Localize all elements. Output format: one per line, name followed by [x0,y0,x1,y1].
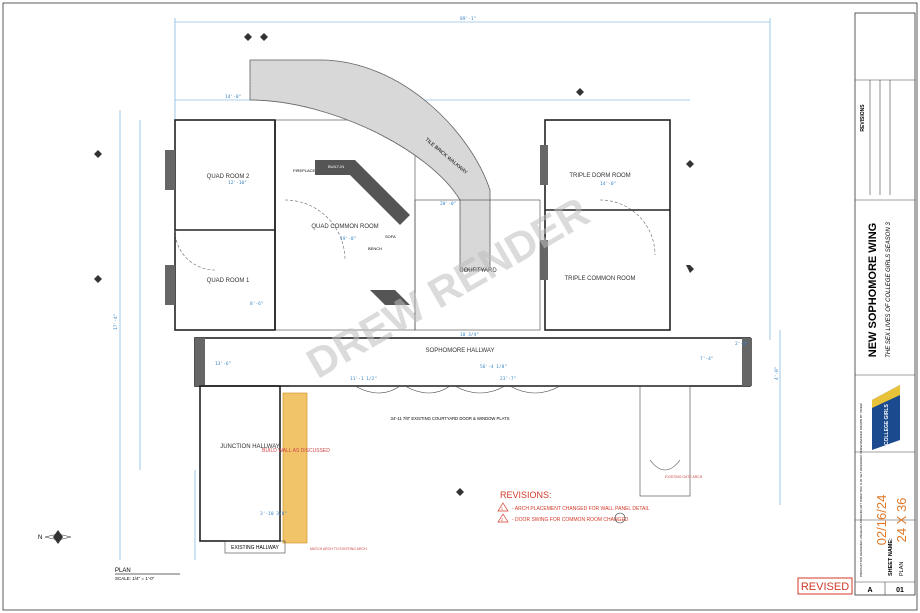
set-letter: A [867,587,872,594]
show-logo: COLLEGE GIRLS [872,385,900,450]
note-match-arch: MATCH ARCH TO EXISTING ARCH [310,547,367,551]
revisions-notes: REVISIONS: 1 - ARCH PLACEMENT CHANGED FO… [497,490,650,524]
label-bench: BENCH [368,246,382,251]
label-triple-common: TRIPLE COMMON ROOM [564,276,635,282]
revisions-table-header: REVISIONS [860,104,866,132]
plan-title: PLAN [115,568,131,574]
svg-text:10 3/4": 10 3/4" [460,332,479,338]
label-quad-room-1: QUAD ROOM 1 [207,278,250,284]
label-existing-hallway: EXISTING HALLWAY [231,545,279,551]
svg-text:REVISED: REVISED [801,581,849,593]
svg-text:COLLEGE GIRLS: COLLEGE GIRLS [884,404,890,446]
dim-overall: 89'-1" [460,16,476,22]
revised-stamp: REVISED [797,577,853,595]
note-gate-arch: EXISTING GATE ARCH [665,475,703,479]
svg-text:3'-10 3/8": 3'-10 3/8" [260,511,287,517]
plan-scale: SCALE: 1/4" = 1'-0" [115,576,155,581]
svg-text:20'-0": 20'-0" [440,201,456,207]
svg-text:56'-4 1/8": 56'-4 1/8" [480,364,507,370]
notes: BUILD WALL AS DISCUSSED 34'-11 7/8" EXIS… [262,416,703,551]
svg-text:13'-6": 13'-6" [215,361,231,367]
sheet-number: 01 [896,587,904,594]
north-arrow-icon: N [38,530,72,544]
watermark: DREW RENDER [299,188,597,387]
note-build-wall: BUILD WALL AS DISCUSSED [262,448,330,454]
label-fireplace: FIREPLACE [293,168,316,173]
dimension-labels: 12'-10" 19'-8" 14'-0" 20'-0" 8'-6" 10 3/… [215,180,749,517]
plan-label: PLAN SCALE: 1/4" = 1'-0" [115,568,180,581]
floor-plan [165,59,752,554]
label-quad-common: QUAD COMMON ROOM [311,224,378,230]
credits: PRODUCTION DESIGNER: ANGELINA KUSHNIR AR… [859,403,863,577]
sheet-name: PLAN [899,562,905,576]
svg-text:14'-0": 14'-0" [600,181,616,187]
top-dimensions: 89'-1" 14'-0" 17'-4" 4'-0" [113,16,781,560]
revision-2-triangle-icon [497,513,509,523]
svg-text:19'-8": 19'-8" [340,236,356,242]
section-markers [94,33,694,496]
svg-text:12'-10": 12'-10" [228,180,247,186]
svg-text:4'-0": 4'-0" [774,366,780,380]
label-junction-hallway: JUNCTION HALLWAY [220,444,280,450]
svg-text:1: 1 [501,506,504,511]
svg-text:7'-4": 7'-4" [700,356,714,362]
revision-1-triangle-icon [497,502,509,512]
label-quad-room-2: QUAD ROOM 2 [207,174,250,180]
svg-text:11'-1 1/2": 11'-1 1/2" [350,376,377,382]
label-built-in: BUILT-IN [328,164,344,169]
label-sophomore-hallway: SOPHOMORE HALLWAY [426,348,495,354]
label-sofa: SOFA [385,234,396,239]
svg-text:2'-0": 2'-0" [735,341,749,347]
svg-text:14'-0": 14'-0" [225,94,241,100]
sheet-size: 24 X 36 [894,498,909,543]
wing-title: NEW SOPHOMORE WING [867,223,879,357]
label-triple-dorm: TRIPLE DORM ROOM [569,173,630,179]
title-block: REVISIONS NEW SOPHOMORE WING THE SEX LIV… [854,12,916,596]
show-title: THE SEX LIVES OF COLLEGE GIRLS SEASON 3 [886,222,892,358]
svg-text:2: 2 [501,517,504,522]
section-marker-icon [614,512,626,524]
revision-1-text: - ARCH PLACEMENT CHANGED FOR WALL PANEL … [512,506,650,512]
revisions-title: REVISIONS: [500,490,552,500]
sheet-date: 02/16/24 [874,495,889,546]
north-label: N [38,535,42,541]
label-courtyard: COURTYARD [459,268,497,274]
svg-text:8'-6": 8'-6" [250,301,264,307]
sheet-name-label: SHEET NAME: [888,538,894,576]
svg-text:17'-4": 17'-4" [113,314,119,330]
revision-2-text: - DOOR SWING FOR COMMON ROOM CHANGED [512,517,629,523]
svg-text:23'-7": 23'-7" [500,376,516,382]
note-courtyard-plats: 34'-11 7/8" EXISTING COURTYARD DOOR & WI… [390,416,509,421]
